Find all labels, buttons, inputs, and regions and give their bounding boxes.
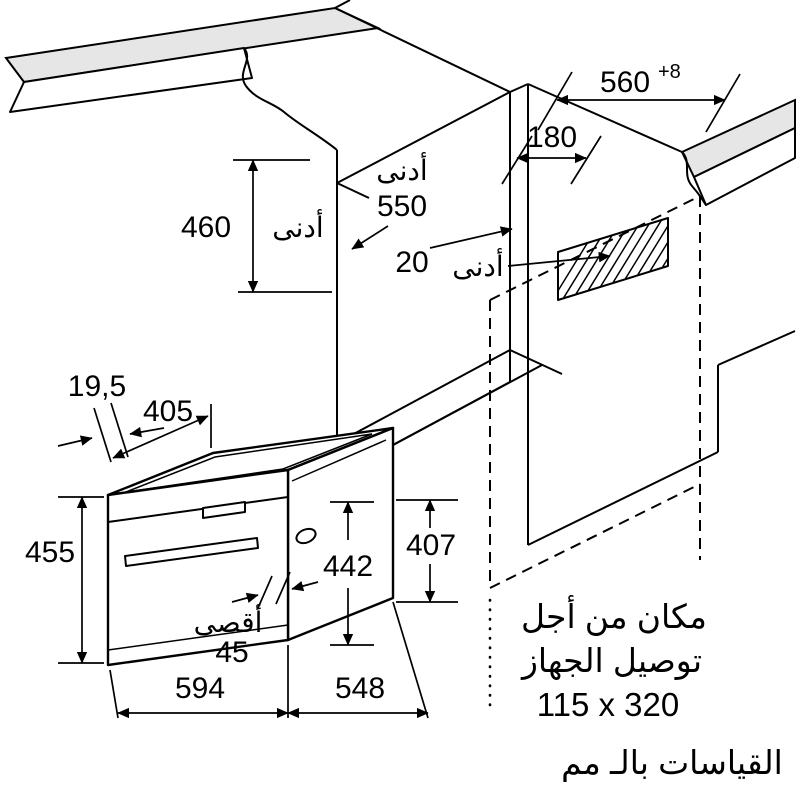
left-counter-front-face [9,47,253,113]
connection-note: مكان من أجل توصيل الجهاز 115 x 320 [520,595,707,723]
side-vent-oval [295,527,317,545]
dim-label-460: 460 [181,211,231,244]
max-label-45: أقصى [194,603,263,638]
dim-label-180: 180 [527,121,577,154]
dim-panel-depth: 19,5 [57,370,165,463]
dim-label-45: 45 [215,636,248,669]
dim-label-19-5: 19,5 [68,370,126,403]
dim-handle-max: أقصى 45 [194,571,319,669]
right-counter-front-face [693,127,796,206]
oven-drawing [106,426,395,667]
dim-label-548: 548 [335,672,385,705]
break-line-right [681,151,707,206]
dim-label-560: 560 [600,66,650,99]
min-label-460: أدنى [272,208,323,243]
dim-label-560-tolerance: +8 [658,61,681,83]
oven-top-inset [125,433,373,493]
dim-rear-height: 407 [396,499,458,603]
display-window [202,501,246,519]
door-handle [124,537,259,567]
note-line-2: توصيل الجهاز [520,642,702,680]
door-bottom-seam [107,624,289,651]
control-panel-seam [107,496,289,523]
dim-top-depth: 405 [112,395,212,459]
note-line-1: مكان من أجل [521,595,707,636]
units-note: القياسات بالـ مم [561,744,783,782]
min-label-550: أدنى [376,151,427,186]
dim-label-405: 405 [143,395,193,428]
dim-label-594: 594 [175,672,225,705]
min-label-hatch: أدنى [452,247,503,282]
oven-front-face [106,468,290,667]
appliance-projection-dashed [489,195,701,589]
dim-door-height: 442 [323,501,374,646]
dim-label-407: 407 [406,529,456,562]
dim-label-20: 20 [395,246,428,279]
dim-label-455: 455 [25,536,75,569]
dim-niche-height: 460 أدنى [181,159,332,293]
note-line-3: 115 x 320 [537,686,680,723]
dim-niche-inner: أدنى 550 20 أدنى [351,151,611,282]
vent-hatch-area [557,217,669,301]
dim-label-442: 442 [323,550,373,583]
left-countertop [4,6,382,151]
break-line-left [241,47,338,151]
right-countertop [680,98,796,206]
dim-niche-depth: 560 +8 [537,61,741,133]
dim-vent-distance: 180 [501,121,602,185]
dim-label-550: 550 [377,190,427,223]
dim-width-depth: 594 548 [109,601,429,719]
dim-height: 455 [25,496,104,664]
